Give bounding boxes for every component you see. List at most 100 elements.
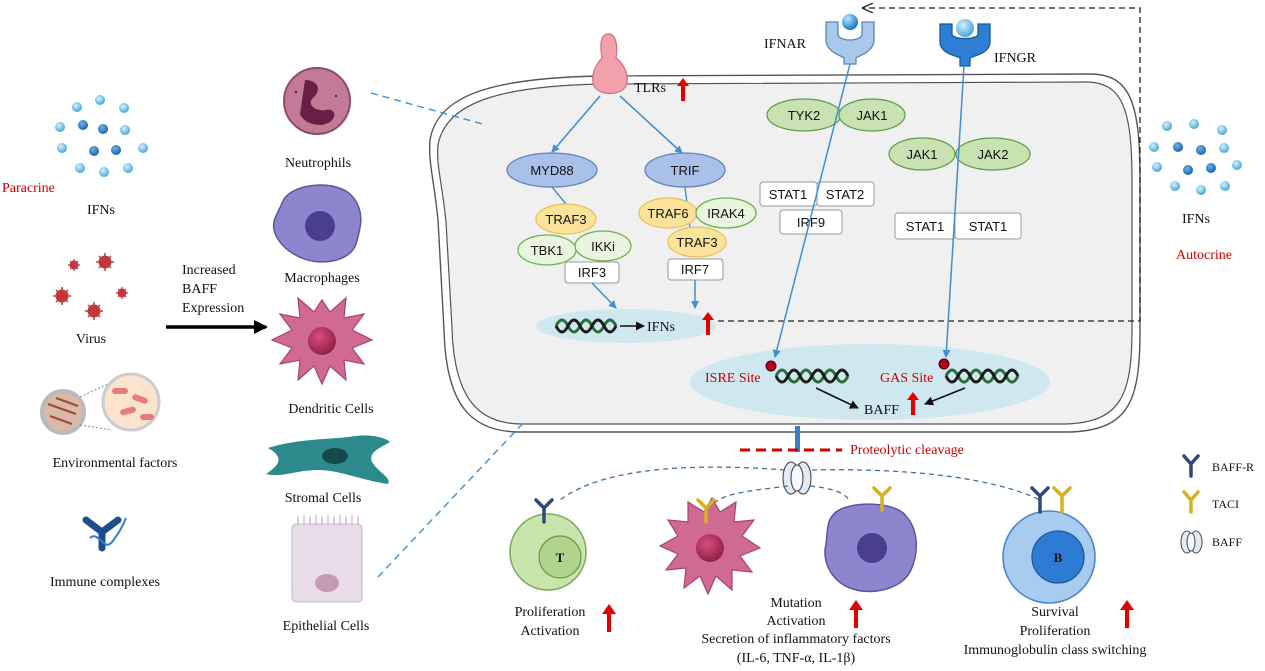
arrow-tlr-trif xyxy=(619,95,683,154)
dna-icon-ifn xyxy=(554,318,618,334)
tlr-receptor-icon xyxy=(592,33,628,95)
b-effect-line-3: Immunoglobulin class switching xyxy=(964,643,1147,658)
ifngr-label: IFNGR xyxy=(994,51,1037,66)
b-effect-line-2: Proliferation xyxy=(1020,624,1091,639)
expression-label: Expression xyxy=(182,301,244,316)
baff-product-label: BAFF xyxy=(864,403,899,418)
zoom-line-bottom xyxy=(377,419,527,578)
stromal-cell-icon xyxy=(266,435,390,484)
irak4-label: IRAK4 xyxy=(707,206,745,221)
macrophages-label: Macrophages xyxy=(284,271,359,286)
tyk2-label: TYK2 xyxy=(788,108,821,123)
baff-legend-icon xyxy=(1180,530,1203,554)
irf7-label: IRF7 xyxy=(681,262,709,277)
t-cell xyxy=(509,498,587,591)
baffr-legend-label: BAFF-R xyxy=(1212,460,1254,474)
arrow-tlr-myd88 xyxy=(551,95,601,153)
arrow-irf3-ifns xyxy=(591,282,617,309)
jak1-node-a xyxy=(838,98,906,132)
t-effect-line-2: Activation xyxy=(520,624,579,639)
t-effect-up-arrow-icon xyxy=(602,604,616,632)
ifns-up-arrow-icon xyxy=(702,312,714,335)
irf9-label: IRF9 xyxy=(797,215,825,230)
dna-icon-gas xyxy=(938,358,1020,384)
macrophage-icon xyxy=(273,184,362,263)
stat1-label-b: STAT1 xyxy=(906,219,945,234)
traf3-node-b xyxy=(667,226,727,258)
neutrophils-label: Neutrophils xyxy=(285,156,351,171)
ifngr-receptor-icon xyxy=(939,19,991,67)
myeloid-effect-line-3: Secretion of inflammatory factors xyxy=(701,632,890,647)
macrophage-target-icon xyxy=(824,486,917,593)
jak2-label: JAK2 xyxy=(977,147,1008,162)
taci-legend-icon xyxy=(1182,490,1200,514)
myeloid-effect-line-2: Activation xyxy=(766,614,825,629)
ifnar-label: IFNAR xyxy=(764,37,807,52)
arrow-gas-baff xyxy=(924,387,966,406)
legend: BAFF-R TACI BAFF xyxy=(1180,454,1254,554)
jak1-label-a: JAK1 xyxy=(856,108,887,123)
environmental-factors-label: Environmental factors xyxy=(53,456,178,471)
trif-label: TRIF xyxy=(671,163,700,178)
dendritic-cell-icon xyxy=(270,296,374,386)
ikki-node xyxy=(574,230,632,262)
dendritic-cells-label: Dendritic Cells xyxy=(288,402,373,417)
tbk1-label: TBK1 xyxy=(531,243,564,258)
b-effect-line-1: Survival xyxy=(1031,605,1079,620)
ifnar-receptor-icon xyxy=(825,14,875,65)
membrane-baff xyxy=(795,426,800,452)
jak1-label-b: JAK1 xyxy=(906,147,937,162)
dendritic-target-icon xyxy=(658,496,762,596)
baff-label: BAFF xyxy=(182,282,217,297)
soluble-baff-icon xyxy=(782,461,812,495)
taci-legend-label: TACI xyxy=(1212,497,1239,511)
myd88-label: MYD88 xyxy=(530,163,573,178)
virus-label: Virus xyxy=(76,332,106,347)
ikki-label: IKKi xyxy=(591,239,615,254)
baff-target-links xyxy=(559,466,1041,507)
t-cell-label: T xyxy=(556,550,565,565)
traf3-node-a xyxy=(535,203,597,235)
immune-complexes-label: Immune complexes xyxy=(50,575,160,590)
irak4-node xyxy=(695,197,757,229)
b-cell xyxy=(1002,486,1096,604)
tlrs-label: TLRs xyxy=(634,81,666,96)
myeloid-effect-line-1: Mutation xyxy=(770,596,821,611)
traf3-label-a: TRAF3 xyxy=(545,212,586,227)
baff-up-arrow-icon xyxy=(907,392,919,415)
ifns-right-label: IFNs xyxy=(1182,212,1210,227)
ifn-particles-left xyxy=(55,95,148,177)
ifn-particles-right xyxy=(1149,119,1242,195)
connector-myd88-traf3 xyxy=(551,186,567,205)
isre-site-label: ISRE Site xyxy=(705,371,761,386)
stat1-label-a: STAT1 xyxy=(769,187,808,202)
autocrine-label: Autocrine xyxy=(1176,248,1232,263)
baff-gene-region xyxy=(690,344,1050,420)
b-cell-label: B xyxy=(1054,550,1063,565)
ifns-product-label: IFNs xyxy=(647,320,675,335)
myeloid-effect-up-arrow-icon xyxy=(849,600,863,628)
stat1-node-c xyxy=(954,212,1022,240)
epithelial-cell-icon xyxy=(291,515,363,603)
jak2-node xyxy=(955,137,1031,171)
tlrs-up-arrow-icon xyxy=(677,78,689,101)
ifns-left-label: IFNs xyxy=(87,203,115,218)
environmental-factors-icon xyxy=(40,372,161,435)
paracrine-label: Paracrine xyxy=(2,181,55,196)
dna-icon-isre xyxy=(765,360,850,384)
irf3-label: IRF3 xyxy=(578,265,606,280)
neutrophil-icon xyxy=(283,67,351,135)
jak1-node-b xyxy=(888,137,956,171)
b-effect-up-arrow-icon xyxy=(1120,600,1134,628)
gas-site-label: GAS Site xyxy=(880,371,933,386)
myeloid-effect-line-4: (IL-6, TNF-α, IL-1β) xyxy=(737,651,856,666)
traf3-label-b: TRAF3 xyxy=(676,235,717,250)
baffr-legend-icon xyxy=(1182,454,1200,478)
proteolytic-cleavage-label: Proteolytic cleavage xyxy=(850,443,964,458)
zoom-line-top xyxy=(370,92,487,126)
virus-icon xyxy=(53,253,128,320)
increased-label: Increased xyxy=(182,263,236,278)
stat2-label: STAT2 xyxy=(826,187,865,202)
epithelial-cells-label: Epithelial Cells xyxy=(283,619,370,634)
baff-legend-label: BAFF xyxy=(1212,535,1242,549)
